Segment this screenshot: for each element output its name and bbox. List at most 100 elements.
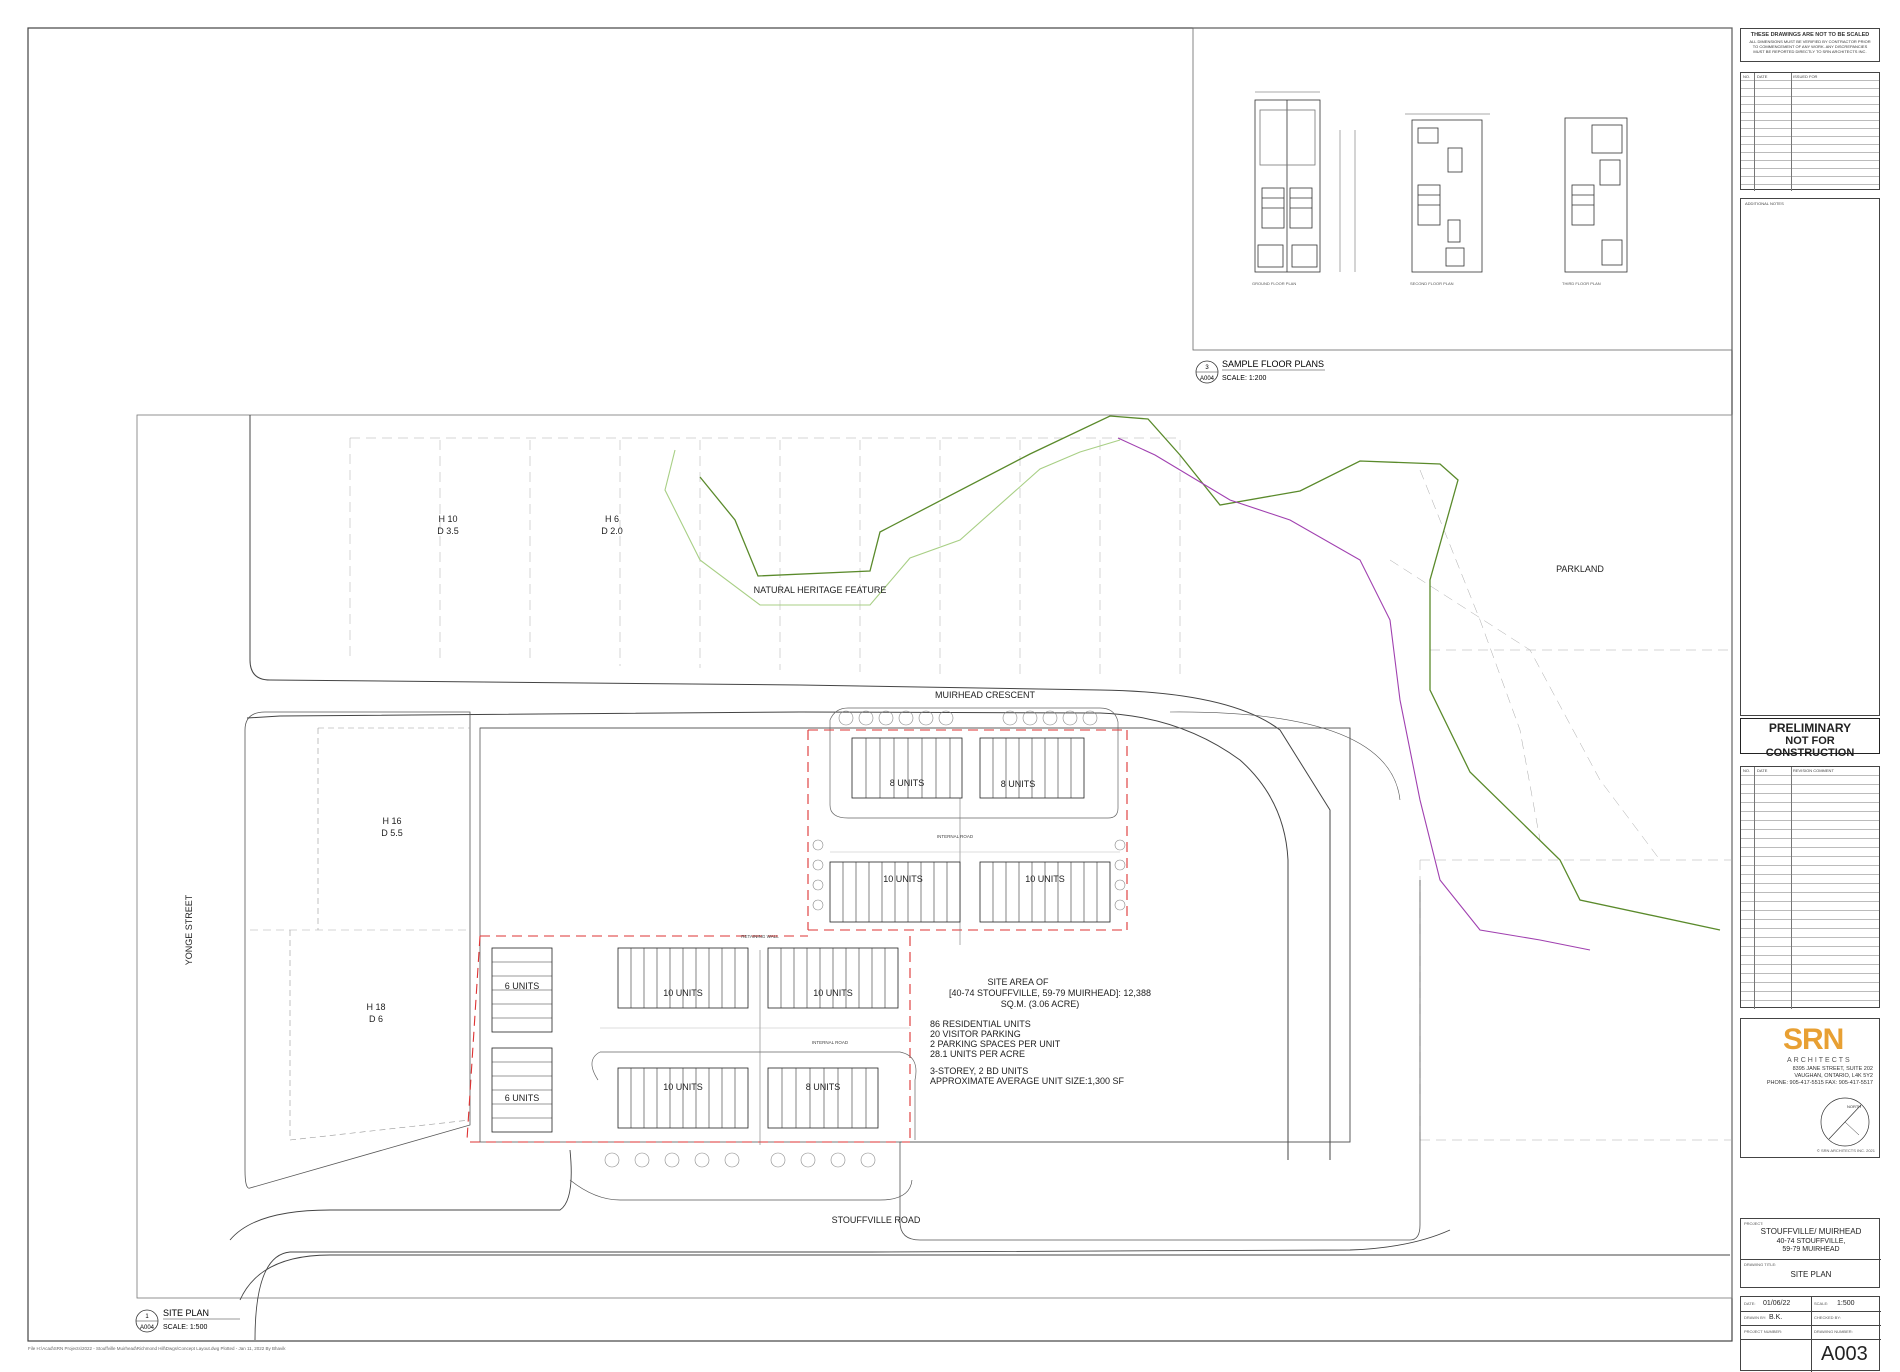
project-name: STOUFFVILLE/ MUIRHEAD — [1760, 1227, 1862, 1236]
revision-table: NO. DATE REVISION COMMENT — [1740, 766, 1880, 1009]
preliminary-line1: PRELIMINARY — [1768, 721, 1852, 735]
scale-value: 1:500 — [1837, 1300, 1855, 1307]
label-retaining-wall: RETAINING WALL — [741, 934, 779, 939]
svg-text:GROUND FLOOR PLAN: GROUND FLOOR PLAN — [1252, 281, 1296, 286]
notes-box: ADDITIONAL NOTES — [1740, 198, 1880, 716]
disclaimer-text: ALL DIMENSIONS MUST BE VERIFIED BY CONTR… — [1749, 39, 1871, 54]
floor-plan-scale: SCALE: 1:200 — [1222, 375, 1266, 382]
label-muirhead-crescent: MUIRHEAD CRESCENT — [935, 690, 1036, 700]
drawn-by-label: DRAWN BY: — [1744, 1315, 1767, 1320]
site-plan-number: 1 — [145, 1314, 149, 1320]
firm-phone: PHONE: 905-417-5515 FAX: 905-417-5517 — [1766, 1080, 1873, 1086]
stat-units: 86 RESIDENTIAL UNITS — [930, 1019, 1031, 1029]
north-label: NORTH — [1847, 1104, 1861, 1109]
zone-d35: D 3.5 — [437, 526, 459, 536]
label-yonge-street: YONGE STREET — [184, 894, 194, 965]
drawing-number: A003 — [1821, 1343, 1868, 1365]
muirhead-road-edge-north — [249, 415, 1331, 1160]
title-block: THESE DRAWINGS ARE NOT TO BE SCALED ALL … — [1740, 28, 1881, 1372]
firm-logo: SRN — [1783, 1023, 1844, 1056]
svg-text:SECOND FLOOR PLAN: SECOND FLOOR PLAN — [1410, 281, 1454, 286]
project-box: PROJECT: STOUFFVILLE/ MUIRHEAD 40-74 STO… — [1740, 1218, 1881, 1288]
floor-plan-ref: A004 — [1200, 376, 1215, 382]
trees — [604, 710, 1126, 1168]
issued-table: NO. DATE ISSUED FOR — [1740, 72, 1880, 191]
firm-copyright: © SRN ARCHITECTS INC. 2021 — [1816, 1148, 1875, 1153]
block-label-7: 10 UNITS — [813, 988, 853, 998]
zone-h10: H 10 — [438, 514, 457, 524]
drawn-by-value: B.K. — [1769, 1314, 1783, 1321]
stat-site-address: [40-74 STOUFFVILLE, 59-79 MUIRHEAD]: 12,… — [949, 988, 1151, 998]
stat-storey: 3-STOREY, 2 BD UNITS — [930, 1066, 1028, 1076]
stat-visitor: 20 VISITOR PARKING — [930, 1029, 1021, 1039]
revision-col-no: NO. — [1743, 768, 1751, 773]
firm-subtitle: ARCHITECTS — [1787, 1057, 1852, 1064]
muirhead-road-edge-south — [246, 711, 1289, 1160]
site-viewport — [136, 414, 1733, 1299]
firm-logo-box: SRN ARCHITECTS 8395 JANE STREET, SUITE 2… — [1740, 1018, 1880, 1158]
label-internal-road-south: INTERNAL ROAD — [812, 1040, 849, 1045]
drawing-number-label: DRAWING NUMBER: — [1814, 1329, 1853, 1334]
block-label-6: 10 UNITS — [663, 988, 703, 998]
block-label-8: 10 UNITS — [663, 1082, 703, 1092]
notes-title: ADDITIONAL NOTES — [1745, 201, 1784, 206]
site-block — [479, 727, 1351, 1143]
site-plan-title: SITE PLAN — [163, 1308, 209, 1318]
block-label-1: 8 UNITS — [1001, 779, 1036, 789]
firm-address-2: VAUGHAN, ONTARIO, L4K 5Y2 — [1794, 1073, 1873, 1079]
stat-site-area: SITE AREA OF — [987, 977, 1049, 987]
date-value: 01/06/22 — [1763, 1300, 1791, 1307]
project-number-label: PROJECT NUMBER: — [1744, 1329, 1783, 1334]
site-plan-callout: 1 A004 SITE PLAN SCALE: 1:500 — [135, 1308, 240, 1333]
zone-h16: H 16 — [382, 816, 401, 826]
issued-col-date: DATE — [1757, 74, 1768, 79]
block-label-5: 10 UNITS — [1025, 874, 1065, 884]
date-label: DATE: — [1744, 1301, 1756, 1306]
block-label-4: 10 UNITS — [883, 874, 923, 884]
floor-plan-number: 3 — [1205, 365, 1209, 371]
block-label-11: 6 UNITS — [505, 1093, 540, 1103]
scale-label: SCALE: — [1814, 1301, 1829, 1306]
project-address-2: 59-79 MUIRHEAD — [1782, 1246, 1840, 1253]
disclaimer-title: THESE DRAWINGS ARE NOT TO BE SCALED — [1750, 32, 1870, 38]
zone-d6: D 6 — [369, 1014, 383, 1024]
heritage-boundary-purple — [1117, 437, 1591, 951]
label-parkland: PARKLAND — [1556, 564, 1604, 574]
block-label-3: 8 UNITS — [890, 778, 925, 788]
zone-d20: D 2.0 — [601, 526, 623, 536]
drawing-meta-box: DATE: 01/06/22 SCALE: 1:500 DRAWN BY: B.… — [1740, 1296, 1881, 1372]
project-address-1: 40-74 STOUFFVILLE, — [1776, 1238, 1846, 1245]
floor-plan-viewport — [1192, 27, 1733, 351]
floor-plan-callout: 3 A004 SAMPLE FLOOR PLANS SCALE: 1:200 — [1195, 359, 1325, 384]
firm-address-1: 8395 JANE STREET, SUITE 202 — [1792, 1066, 1873, 1072]
stat-unit-size: APPROXIMATE AVERAGE UNIT SIZE:1,300 SF — [930, 1076, 1125, 1086]
heritage-boundary-green — [699, 415, 1721, 931]
floor-plan-second — [1405, 113, 1490, 273]
label-stouffville-road: STOUFFVILLE ROAD — [832, 1215, 921, 1225]
north-arrow-icon: NORTH — [1820, 1097, 1870, 1147]
stat-site-sqm: SQ.M. (3.06 ACRE) — [1001, 999, 1080, 1009]
drawing-title: SITE PLAN — [1790, 1270, 1832, 1279]
zone-d55: D 5.5 — [381, 828, 403, 838]
zone-h18: H 18 — [366, 1002, 385, 1012]
preliminary-line2: NOT FOR CONSTRUCTION — [1765, 735, 1855, 759]
project-label: PROJECT: — [1744, 1221, 1764, 1226]
label-natural-heritage: NATURAL HERITAGE FEATURE — [754, 585, 887, 595]
revision-col-comment: REVISION COMMENT — [1793, 768, 1834, 773]
sheet-border — [27, 27, 1733, 1342]
checked-by-label: CHECKED BY: — [1814, 1315, 1841, 1320]
yonge-block — [244, 711, 471, 1189]
site-plan-scale: SCALE: 1:500 — [163, 1324, 207, 1331]
svg-text:THIRD FLOOR PLAN: THIRD FLOOR PLAN — [1562, 281, 1601, 286]
issued-col-no: NO. — [1743, 74, 1751, 79]
stouffville-road-north-edge — [254, 1229, 1451, 1341]
block-label-9: 8 UNITS — [806, 1082, 841, 1092]
drawing-title-label: DRAWING TITLE: — [1744, 1262, 1777, 1267]
floor-plan-ground — [1254, 91, 1356, 273]
revision-col-date: DATE — [1757, 768, 1768, 773]
stat-density: 28.1 UNITS PER ACRE — [930, 1049, 1025, 1059]
zone-h6: H 6 — [605, 514, 619, 524]
site-plan-ref: A004 — [140, 1325, 155, 1331]
floor-plan-third — [1564, 117, 1628, 273]
